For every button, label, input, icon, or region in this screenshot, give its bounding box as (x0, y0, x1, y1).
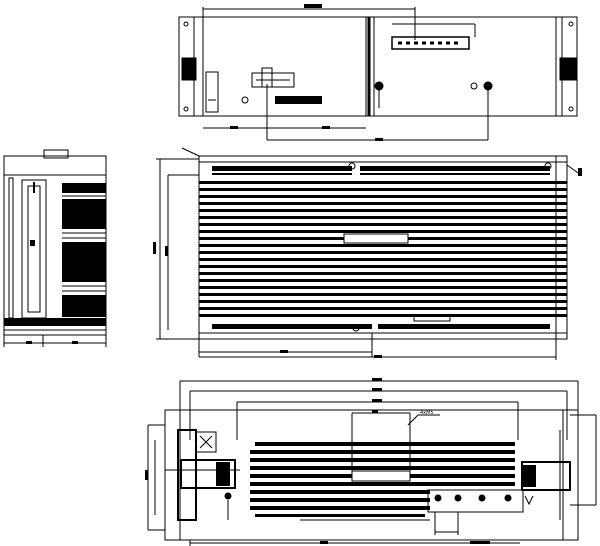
callout-label: 4xM5 (420, 410, 434, 416)
front-control-panel (427, 489, 524, 513)
right-handle (559, 57, 577, 81)
front-view: 4xM5 (145, 378, 597, 546)
plan-view (153, 147, 582, 360)
center-label-window (343, 233, 409, 244)
top-dim-label (304, 4, 322, 8)
side-fins (62, 183, 106, 317)
top-view (178, 4, 578, 141)
plan-view-outline (198, 155, 568, 340)
front-left-handle (177, 429, 197, 521)
left-handle (181, 57, 197, 81)
side-view (3, 149, 107, 347)
top-view-outline (178, 16, 578, 117)
plan-fins (199, 181, 567, 317)
front-view-outline (164, 409, 579, 541)
